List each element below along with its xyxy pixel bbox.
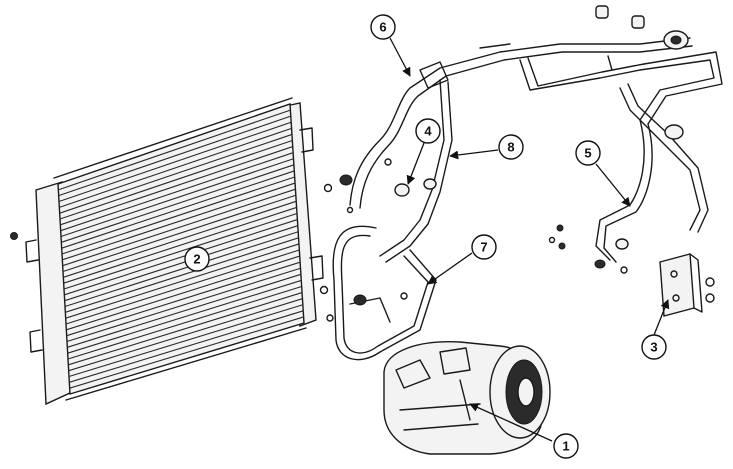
condenser-fin (67, 285, 302, 360)
condenser-fin (59, 127, 292, 208)
condenser-fin (62, 182, 296, 261)
callout-label-6: 6 (379, 20, 386, 35)
condenser-fin (69, 316, 304, 389)
condenser-fin (63, 200, 297, 278)
condenser-fin (60, 146, 293, 226)
condenser-fin (61, 170, 295, 249)
callout-circle-5 (575, 140, 601, 166)
condenser-fin (65, 237, 299, 313)
condenser-fin (64, 225, 298, 302)
condenser-fin (68, 298, 303, 372)
callout-circle-1 (553, 433, 579, 459)
condenser-fin (58, 115, 291, 197)
condenser-fin (66, 261, 301, 337)
condenser-fin (67, 279, 302, 354)
callout-leader-6 (389, 37, 411, 77)
condenser-fin (63, 212, 298, 290)
condenser-fin (68, 292, 303, 366)
callout-circle-8 (498, 134, 524, 160)
callout-label-7: 7 (480, 240, 487, 255)
callout-leader-1 (469, 403, 553, 442)
callout-layer: 1 2 3 4 5 6 7 8 (184, 14, 670, 459)
callout-leader-3 (653, 299, 670, 336)
callout-label-8: 8 (507, 140, 514, 155)
callout-label-1: 1 (562, 439, 569, 454)
condenser-fin (67, 273, 302, 348)
condenser-fin (60, 152, 294, 232)
callout-circle-3 (641, 334, 667, 360)
condenser-core-fins (58, 109, 304, 389)
condenser-fin (60, 158, 294, 238)
callout-circle-4 (415, 118, 441, 144)
condenser-fin (65, 249, 300, 325)
condenser-fin (62, 194, 297, 273)
condenser-fin (66, 267, 301, 343)
callout-leader-5 (595, 163, 631, 207)
condenser-fin (64, 231, 299, 308)
condenser (10, 97, 334, 406)
callout-label-4: 4 (424, 124, 432, 139)
condenser-fin (66, 255, 300, 331)
callout-label-5: 5 (584, 146, 591, 161)
expansion-valve (659, 253, 703, 317)
condenser-fin (61, 164, 295, 243)
condenser-fin (58, 109, 291, 191)
condenser-fin (59, 139, 293, 220)
compressor (383, 341, 551, 455)
refrigerant-lines (332, 5, 723, 361)
condenser-fin (58, 121, 292, 203)
condenser-fin (65, 243, 300, 319)
callout-leader-8 (449, 149, 499, 160)
condenser-fin (69, 310, 304, 383)
condenser-fin (64, 219, 298, 296)
callout-circle-7 (471, 234, 497, 260)
callout-label-2: 2 (193, 252, 200, 267)
condenser-fin (61, 176, 295, 255)
callout-label-3: 3 (650, 340, 657, 355)
condenser-fin (62, 188, 296, 267)
callout-leader-4 (406, 142, 425, 185)
condenser-fin (63, 206, 297, 284)
callout-circle-2 (184, 246, 210, 272)
callout-leader-7 (427, 252, 473, 285)
condenser-fin (59, 133, 293, 214)
condenser-fin (68, 304, 303, 378)
callout-circle-6 (370, 14, 396, 40)
